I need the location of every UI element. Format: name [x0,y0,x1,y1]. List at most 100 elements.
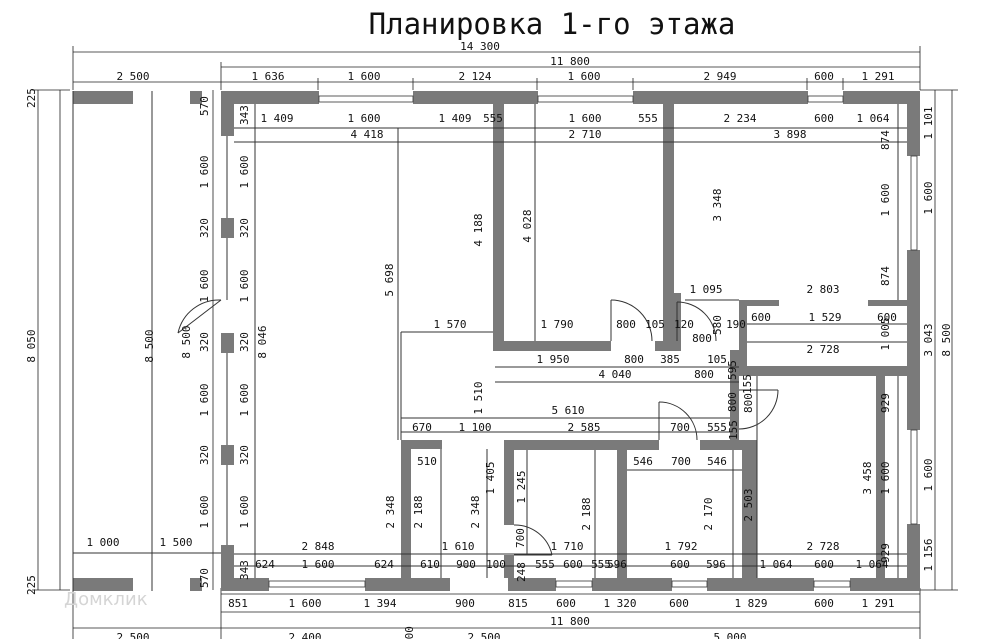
dimension-label: 600 [877,311,897,324]
dimension-label: 320 [238,218,251,238]
dimension-label: 2 188 [412,495,425,528]
dimension-label: 225 [25,575,38,595]
dimension-label: 929 [879,393,892,413]
dimension-label: 624 [255,558,275,571]
dimension-label: 2 124 [458,70,491,83]
dimension-label: 2 348 [469,495,482,528]
dimension-label: 1 394 [363,597,396,610]
dimension-label: 1 600 [238,383,251,416]
dimension-label: 8 046 [256,325,269,358]
dimension-label: 1 101 [922,106,935,139]
dimension-label: 596 [706,558,726,571]
dimension-label: 1 792 [664,540,697,553]
dimension-label: 2 728 [806,343,839,356]
dimension-label: 2 188 [580,497,593,530]
dimension-label: 1 500 [159,536,192,549]
dimension-label: 1 600 [347,70,380,83]
dimension-label: 105 [645,318,665,331]
dimension-label: 800 [742,393,755,413]
dimension-label: 2 500 [116,631,149,639]
dimension-label: 600 [669,597,689,610]
dimension-label: 1 409 [260,112,293,125]
dimension-label: 4 040 [598,368,631,381]
dimension-label: 2 949 [703,70,736,83]
plan-title: Планировка 1-го этажа [369,7,736,41]
dimension-label: 3 043 [922,323,935,356]
dimension-label: 190 [726,318,746,331]
dimension-label: 1 636 [251,70,284,83]
dimension-label: 1 245 [515,470,528,503]
dimension-label: 900 [455,597,475,610]
dimension-label: 1 600 [567,70,600,83]
watermark: Домклик [64,589,148,610]
dimension-label: 320 [198,218,211,238]
dimension-label: 600 [670,558,690,571]
dimension-label: 600 [751,311,771,324]
dimension-label: 1 829 [734,597,767,610]
dimension-label: 555 [591,558,611,571]
dimension-label: 1 600 [198,383,211,416]
dimension-label: 1 610 [441,540,474,553]
dimension-label: 1 600 [568,112,601,125]
dimension-label: 2 803 [806,283,839,296]
dimension-label: 546 [707,455,727,468]
dimension-label: 120 [674,318,694,331]
dimension-label: 874 [879,130,892,150]
dimension-label: 1 291 [861,597,894,610]
dimension-label: 3 458 [861,461,874,494]
dimension-label: 610 [420,558,440,571]
dimension-label: 1 600 [198,495,211,528]
dimension-label: 570 [198,568,211,588]
dimension-label: 600 [814,597,834,610]
door-swings [177,299,779,556]
dimension-label: 2 234 [723,112,756,125]
dimension-label: 155 [741,374,754,394]
dimension-label: 600 [556,597,576,610]
dimension-label: 1 600 [238,495,251,528]
dimension-label: 2 728 [806,540,839,553]
dimension-label: 1 710 [550,540,583,553]
dimension-label: 1 156 [922,538,935,571]
dimension-label: 1 320 [603,597,636,610]
dimension-label: 1 064 [855,558,888,571]
dimension-label: 320 [198,445,211,465]
dimension-label: 1 790 [540,318,573,331]
dimension-label: 600 [814,558,834,571]
dimension-label: 300 [403,626,416,639]
dimension-label: 2 585 [567,421,600,434]
dimension-label: 4 028 [521,209,534,242]
dimension-label: 510 [417,455,437,468]
dimension-label: 2 848 [301,540,334,553]
dimension-label: 14 300 [460,40,500,53]
dimension-label: 800 [726,392,739,412]
dimension-label: 1 600 [238,269,251,302]
dimension-label: 900 [456,558,476,571]
dimension-label: 5 698 [383,263,396,296]
dimension-label: 100 [486,558,506,571]
dimension-label: 700 [670,421,690,434]
dimension-label: 1 600 [238,155,251,188]
dimension-label: 155 [727,420,740,440]
dimension-label: 5 610 [551,404,584,417]
dimension-label: 1 095 [689,283,722,296]
dimension-label: 800 [692,332,712,345]
dimension-label: 8 050 [25,329,38,362]
dimension-label: 1 600 [198,269,211,302]
dimension-label: 320 [238,332,251,352]
dimension-label: 385 [660,353,680,366]
dimension-label: 700 [671,455,691,468]
dimension-label: 2 710 [568,128,601,141]
dimension-label: 1 005 [879,317,892,350]
dimension-label: 595 [726,360,739,380]
dimension-label: 343 [238,560,251,580]
dimension-label: 1 600 [198,155,211,188]
dimension-label: 670 [412,421,432,434]
dimension-label: 1 064 [856,112,889,125]
dimension-label: 105 [707,353,727,366]
dimension-label: 1 600 [301,558,334,571]
dimension-label: 2 500 [467,631,500,639]
dimension-label: 3 348 [711,188,724,221]
dimension-label: 1 291 [861,70,894,83]
